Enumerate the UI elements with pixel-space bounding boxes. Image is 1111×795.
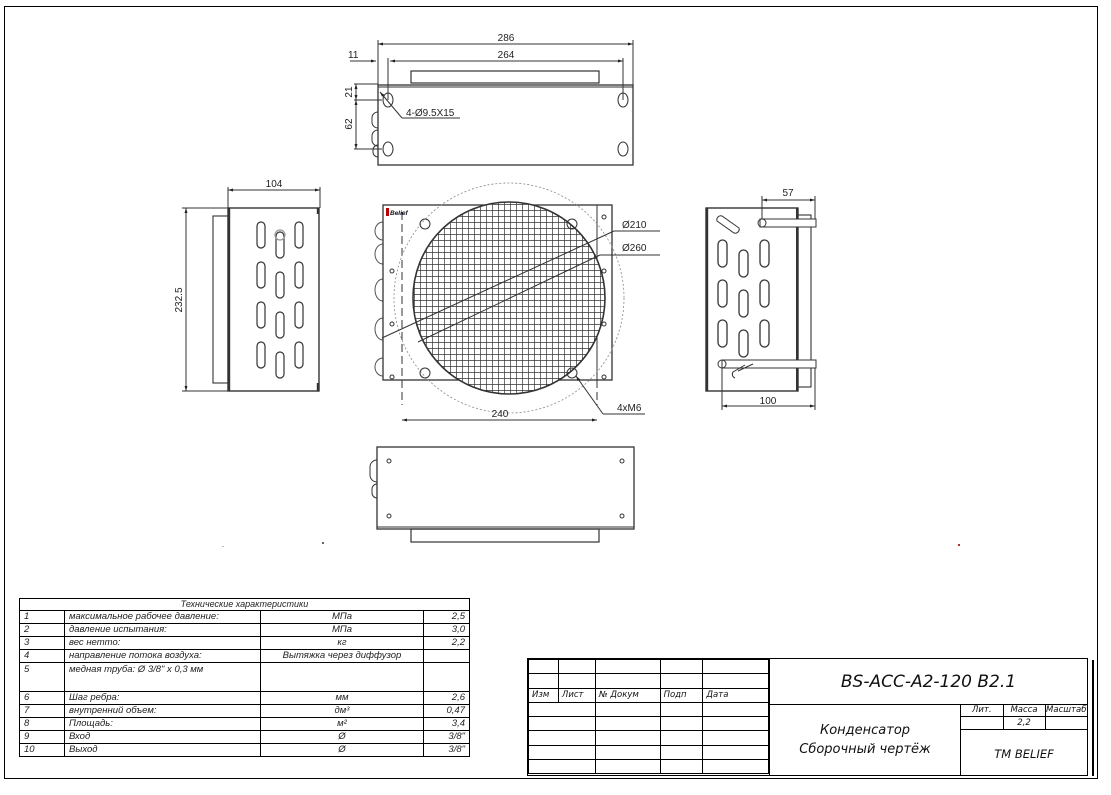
dim-hole-vertical: 62 xyxy=(344,118,355,130)
mass-value: 2,2 xyxy=(1002,716,1046,730)
revision-header-row: Изм Лист № Докум Подп Дата xyxy=(528,687,769,703)
header-izm: Изм xyxy=(528,687,559,703)
drawing-name-line1: Конденсатор xyxy=(819,722,911,738)
header-list: Лист xyxy=(557,687,596,703)
header-doc: № Докум xyxy=(594,687,661,703)
header-date: Дата xyxy=(702,687,769,703)
dim-depth: 104 xyxy=(266,179,283,190)
dim-fan-diameter: Ø210 xyxy=(622,220,647,231)
dim-ring-diameter: Ø260 xyxy=(622,243,647,254)
scale-value xyxy=(1044,716,1087,730)
front-view xyxy=(374,182,660,422)
dim-hole-spacing-top: 264 xyxy=(498,50,515,61)
scale-label: Масштаб xyxy=(1044,704,1087,717)
drawing-code: BS-ACC-A2-120 B2.1 xyxy=(770,659,1087,705)
frame-edge xyxy=(1092,660,1094,776)
coil-loops xyxy=(374,221,384,377)
lit-label: Лит. xyxy=(961,704,1004,717)
dim-height: 232.5 xyxy=(174,287,185,312)
hole-callout: 4-Ø9.5X15 xyxy=(406,108,455,119)
meta-cells: Лит. Масса Масштаб 2,2 TM BELIEF xyxy=(960,704,1087,775)
company-name: TM BELIEF xyxy=(994,746,1054,761)
dim-hole-spacing-front: 240 xyxy=(492,409,509,420)
svg-text:Belief: Belief xyxy=(390,210,409,217)
spec-table-title: Технические характеристики xyxy=(19,598,470,611)
dim-overall-depth: 100 xyxy=(760,396,777,407)
right-view xyxy=(705,196,817,410)
title-block-main: BS-ACC-A2-120 B2.1 Конденсатор Сборочный… xyxy=(769,659,1087,775)
dim-offset-left: 11 xyxy=(348,50,359,61)
revision-grid: Изм Лист № Докум Подп Дата xyxy=(528,658,769,775)
left-view xyxy=(182,187,321,392)
title-block: Изм Лист № Докум Подп Дата BS-ACC-A2-120… xyxy=(527,658,1088,776)
brand-logo: Belief xyxy=(386,208,409,217)
top-view xyxy=(350,40,634,166)
drawing-frame xyxy=(4,6,1098,779)
mass-label: Масса xyxy=(1002,704,1046,717)
drawing-name-line2: Сборочный чертёж xyxy=(799,741,931,757)
dim-offset-top: 21 xyxy=(344,86,355,98)
stray-marks xyxy=(222,542,960,547)
header-sign: Подп xyxy=(659,687,704,703)
dim-overall-width: 286 xyxy=(498,33,515,44)
drawing-name: Конденсатор Сборочный чертёж xyxy=(770,704,960,775)
bottom-view xyxy=(369,446,635,543)
dim-pipe-offset: 57 xyxy=(782,188,794,199)
lit-value xyxy=(961,716,1004,730)
thread-callout: 4xM6 xyxy=(617,403,642,414)
